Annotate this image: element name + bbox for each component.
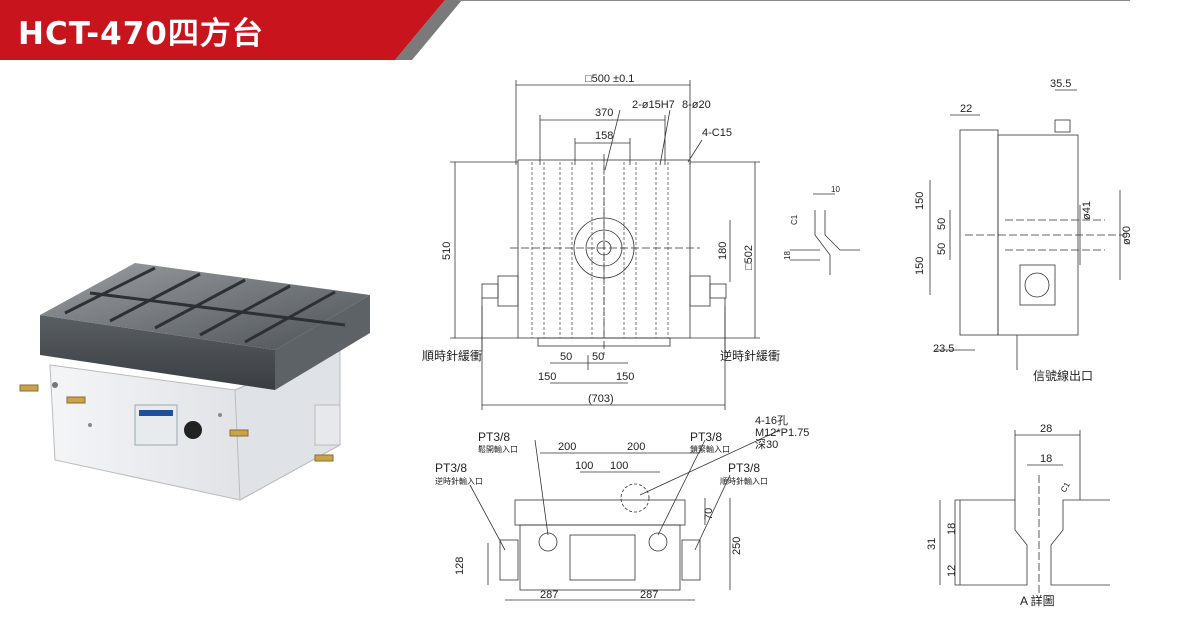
detail-a-dim-c1: C1 <box>1059 480 1072 494</box>
banner-graphic <box>0 0 1130 60</box>
front-depth: 深30 <box>755 438 778 451</box>
port-cw-sub: 順時針輸入口 <box>720 476 768 486</box>
dim-510: 510 <box>441 242 453 260</box>
front-dim-200b: 200 <box>627 441 645 453</box>
dim-180: 180 <box>717 242 729 260</box>
label-signal-outlet: 信號線出口 <box>1033 368 1093 383</box>
label-ccw-buffer: 逆時針緩衝 <box>720 348 780 363</box>
front-view-drawing: 200 200 100 100 4-16孔 M12*P1.75 深30 70 2… <box>435 414 809 601</box>
detail-a-dim-18b: 18 <box>946 523 958 535</box>
groove-detail-small: 10 C1 18 <box>783 185 860 275</box>
side-dim-150a: 150 <box>914 192 926 210</box>
side-dim-50a: 50 <box>936 218 948 230</box>
side-dim-35-5: 35.5 <box>1050 78 1071 90</box>
side-dia-41: ø41 <box>1081 201 1093 220</box>
dim-outer-width: □500 ±0.1 <box>585 73 634 85</box>
detail-dim-18: 18 <box>783 251 792 260</box>
port-ccw-sub: 逆時針輸入口 <box>435 476 483 486</box>
front-dim-250: 250 <box>731 537 743 555</box>
dim-square-502: □502 <box>743 245 755 270</box>
dim-158: 158 <box>595 130 613 142</box>
detail-dim-c1: C1 <box>790 214 799 225</box>
detail-a-drawing: 28 18 C1 31 18 12 A 詳圖 <box>926 423 1110 608</box>
header-banner: HCT-470四方台 <box>0 0 1204 62</box>
detail-dim-10: 10 <box>831 185 840 194</box>
side-view-drawing: 22 35.5 150 50 50 150 ø41 ø90 23.5 信號線出口 <box>914 78 1133 383</box>
detail-a-dim-28: 28 <box>1040 423 1052 435</box>
detail-a-dim-18: 18 <box>1040 453 1052 465</box>
front-dim-100a: 100 <box>575 460 593 472</box>
front-thread: M12*P1.75 <box>755 427 809 439</box>
front-dim-287b: 287 <box>640 589 658 601</box>
dim-370: 370 <box>595 107 613 119</box>
port-clamp: PT3/8 <box>690 430 722 444</box>
port-ccw: PT3/8 <box>435 461 467 475</box>
dim-50a: 50 <box>560 351 572 363</box>
dim-holes-8: 8-ø20 <box>682 99 711 111</box>
detail-a-caption: A 詳圖 <box>1020 593 1055 608</box>
detail-a-dim-31: 31 <box>926 538 938 550</box>
port-cw: PT3/8 <box>728 461 760 475</box>
port-loose-sub: 鬆開輸入口 <box>478 444 518 454</box>
front-dim-200a: 200 <box>558 441 576 453</box>
front-dim-128: 128 <box>454 557 466 575</box>
port-loose: PT3/8 <box>478 430 510 444</box>
side-dim-50b: 50 <box>936 243 948 255</box>
page-title: HCT-470四方台 <box>18 16 264 52</box>
product-photo <box>19 263 370 501</box>
dim-holes-2: 2-ø15H7 <box>632 99 675 111</box>
top-view-drawing: □500 ±0.1 2-ø15H7 8-ø20 370 158 4-C15 51… <box>422 73 780 410</box>
front-dim-100b: 100 <box>610 460 628 472</box>
side-dim-23-5: 23.5 <box>933 343 954 355</box>
front-dim-287a: 287 <box>540 589 558 601</box>
port-clamp-sub: 鎖緊輸入口 <box>690 444 730 454</box>
dim-50b: 50 <box>592 351 604 363</box>
label-cw-buffer: 順時針緩衝 <box>422 348 482 363</box>
detail-a-dim-12: 12 <box>946 565 958 577</box>
front-dim-70: 70 <box>703 508 715 520</box>
front-holes: 4-16孔 <box>755 414 788 427</box>
dim-chamfer: 4-C15 <box>702 127 732 139</box>
side-dim-150b: 150 <box>914 257 926 275</box>
dim-703: (703) <box>588 393 614 405</box>
side-dia-90: ø90 <box>1121 226 1133 245</box>
dim-150b: 150 <box>616 371 634 383</box>
side-dim-22: 22 <box>960 103 972 115</box>
dim-150a: 150 <box>538 371 556 383</box>
